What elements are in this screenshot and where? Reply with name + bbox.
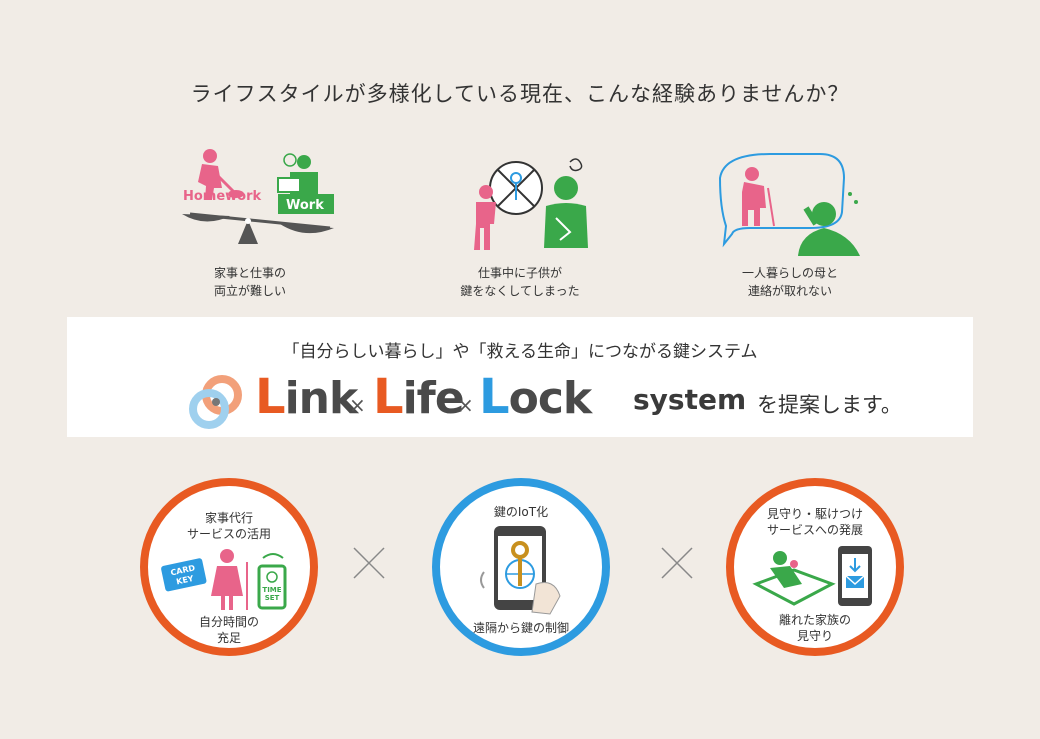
solution-title-line: サービスへの発展 [766,523,863,537]
card-key-label: KEY [175,574,194,586]
work-label: Work [286,198,324,213]
brand-cross: × [457,393,474,417]
linked-rings-logo [189,375,242,429]
solution-title-line: 見守り・駆けつけ [766,507,863,521]
solution-result-line: 充足 [216,631,241,645]
brand-word-lock: Lock [479,369,592,425]
problem-caption-line: 鍵をなくしてしまった [460,284,580,298]
clock-icon [266,571,278,583]
solution-result-line: 離れた家族の [778,613,851,627]
watch-service-illustration [752,546,872,606]
solution-housekeeping-service: 家事代行 サービスの活用 CARD KEY TIME SET 自分時間の 充足 [140,478,318,656]
solution-title-line: 家事代行 [204,511,253,525]
lost-key-illustration [474,158,588,250]
wifi-icon [262,553,284,559]
brand-word-link: Link [255,369,358,425]
solution-result-line: 見守り [796,629,833,643]
problem-work-life-balance: Homework Work 家事と仕事の 両立が難しい [140,148,360,300]
solution-result-line: 遠隔から鍵の制御 [472,621,569,635]
solution-title-line: 鍵のIoT化 [493,505,549,519]
solution-iot-key: 鍵のIoT化 遠隔から鍵の制御 [432,478,610,656]
time-set-label: TIME [262,586,281,594]
solution-result-line: 自分時間の [198,615,259,629]
brand-system: system [633,383,747,416]
housekeeping-illustration: CARD KEY TIME SET [161,549,287,610]
solution-watch-service: 見守り・駆けつけ サービスへの発展 離れた家族の 見守り [726,478,904,656]
multiply-icon [661,547,693,579]
problem-caption-line: 仕事中に子供が [477,266,562,280]
mother-contact-illustration [718,153,860,256]
problem-caption-line: 両立が難しい [213,284,286,298]
banner-subtitle: 「自分らしい暮らし」や「救える生命」につながる鍵システム [282,342,758,362]
problem-caption-line: 連絡が取れない [747,284,832,298]
solution-title-line: サービスの活用 [186,527,271,541]
page-heading: ライフスタイルが多様化している現在、こんな経験ありませんか？ [190,82,850,106]
multiply-icon [353,547,385,579]
system-banner: 「自分らしい暮らし」や「救える生命」につながる鍵システム Link × Life… [67,317,973,437]
banner-propose-text: を提案します。 [757,393,902,417]
problem-lost-key: 仕事中に子供が 鍵をなくしてしまった [410,148,630,300]
brand-cross: × [349,393,366,417]
problem-caption-line: 一人暮らしの母と [741,266,838,280]
homework-label: Homework [183,189,262,204]
time-set-label: SET [265,594,280,602]
balance-scale-illustration: Homework Work [182,149,334,244]
smartphone-key-illustration [480,526,561,615]
problem-cannot-contact-mother: 一人暮らしの母と 連絡が取れない [680,148,900,300]
brand-word-life: Life [373,369,465,425]
problem-caption-line: 家事と仕事の [213,266,286,280]
download-icon [849,558,861,573]
